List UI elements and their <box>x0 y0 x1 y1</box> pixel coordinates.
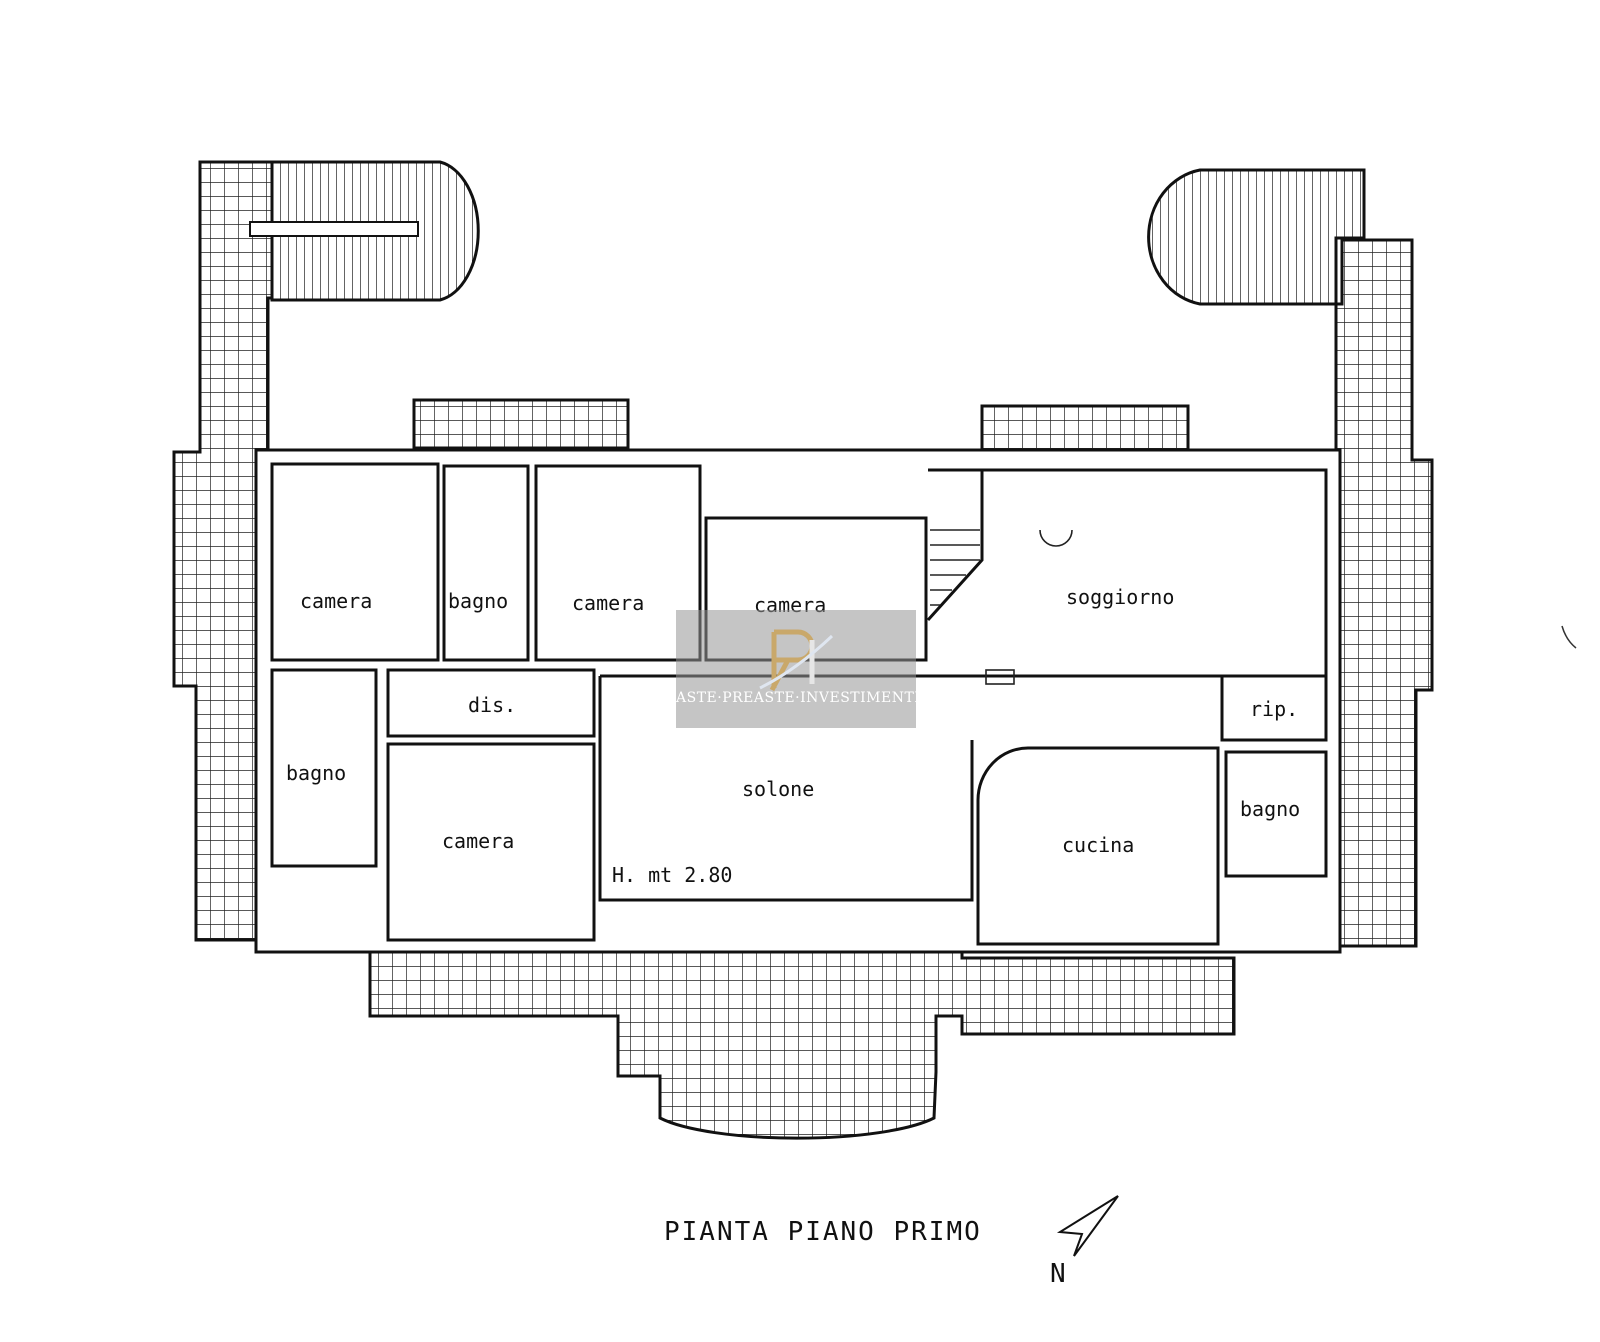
label-solone: solone <box>742 777 814 801</box>
label-camera-2: camera <box>572 591 644 615</box>
stair-landing-left <box>249 221 419 237</box>
label-bagno-3: bagno <box>1240 797 1300 821</box>
north-arrow-icon <box>1056 1195 1119 1257</box>
stair-internal-treads <box>930 529 980 606</box>
height-note: H. mt 2.80 <box>612 863 732 887</box>
door-swing-soggiorno <box>1039 529 1073 547</box>
label-bagno-2: bagno <box>286 761 346 785</box>
north-label: N <box>1050 1259 1068 1289</box>
room-camera-4 <box>386 742 596 942</box>
label-cucina: cucina <box>1062 833 1134 857</box>
room-bagno-2 <box>270 668 378 868</box>
label-camera-1: camera <box>300 589 372 613</box>
label-dis: dis. <box>468 693 516 717</box>
label-bagno-1: bagno <box>448 589 508 613</box>
watermark-text: ASTE·PREASTE·INVESTIMENTI <box>676 690 921 706</box>
room-solone <box>598 676 974 902</box>
label-rip: rip. <box>1250 697 1298 721</box>
plan-title: PIANTA PIANO PRIMO <box>664 1217 982 1247</box>
room-cucina <box>976 746 1220 946</box>
watermark-box: ASTE·PREASTE·INVESTIMENTI <box>676 610 921 728</box>
terrace-bottom <box>368 898 1236 1140</box>
room-rip <box>1220 674 1328 742</box>
room-labels: camera bagno camera camera soggiorno dis… <box>286 585 1300 887</box>
room-bagno-3 <box>1224 750 1328 878</box>
label-soggiorno: soggiorno <box>1066 585 1174 609</box>
room-bagno-1 <box>442 464 530 662</box>
watermark-logo-icon <box>759 629 834 692</box>
column-marker <box>985 669 1015 685</box>
terrace-top-left <box>412 398 630 450</box>
label-camera-4: camera <box>442 829 514 853</box>
stray-mark-right <box>1561 625 1577 649</box>
room-camera-2 <box>534 464 702 662</box>
room-camera-1 <box>270 462 440 662</box>
stair-top-right <box>1147 168 1366 306</box>
room-dis <box>386 668 596 738</box>
